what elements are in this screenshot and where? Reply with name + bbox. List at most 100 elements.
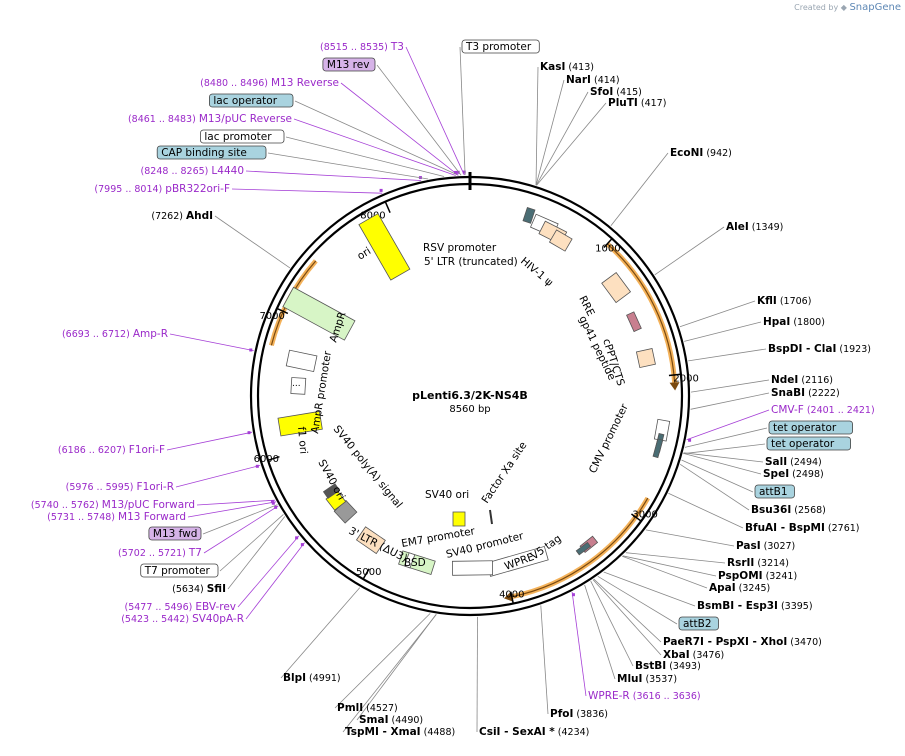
feature-tag[interactable]: attB1 — [759, 486, 788, 498]
feature-tag-box[interactable] — [766, 436, 851, 451]
v5-dark — [575, 541, 592, 556]
feature-tag[interactable]: attB2 — [683, 618, 712, 630]
enzyme-label[interactable]: PspOMI (3241) — [718, 570, 797, 582]
feature-tag-box[interactable] — [461, 39, 540, 54]
enzyme-label[interactable]: (5634) SfiI — [172, 583, 226, 595]
feature-tag[interactable]: lac promoter — [204, 131, 272, 143]
annotation-leader — [214, 215, 291, 269]
feature-tag-box[interactable] — [208, 93, 294, 108]
sv40-ori-inner-box — [452, 511, 466, 527]
annotation-leader — [196, 499, 276, 506]
feature-tag-box[interactable] — [768, 420, 853, 435]
annotation-leader — [245, 170, 422, 181]
primer-label[interactable]: (8248 .. 8265) L4440 — [141, 165, 244, 177]
enzyme-label[interactable]: Bsu36I (2568) — [751, 504, 826, 516]
snapgene-credit: Created by ◆ SnapGene — [794, 2, 901, 13]
enzyme-label[interactable]: BfuAI - BspMI (2761) — [745, 522, 859, 534]
rre-box — [601, 271, 632, 304]
ruler-tick — [362, 568, 370, 580]
enzyme-label[interactable]: TspMI - XmaI (4488) — [345, 726, 455, 738]
feature-tag-box[interactable] — [148, 526, 202, 541]
factor-xa-mark — [489, 509, 493, 525]
primer-site-mark — [300, 543, 304, 547]
annotation-leader — [405, 46, 465, 176]
feature-tag[interactable]: lac operator — [213, 95, 277, 107]
primer-site-mark — [456, 170, 460, 174]
primer-label[interactable]: (8480 .. 8496) M13 Reverse — [200, 77, 339, 89]
enzyme-label[interactable]: PluTI (417) — [608, 97, 666, 109]
enzyme-label[interactable]: BlpI (4991) — [283, 672, 341, 684]
enzyme-label[interactable]: SfoI (415) — [590, 86, 642, 98]
inner-feature-label: 3' LTR (ΔU3) — [347, 525, 410, 565]
primer-label[interactable]: (6693 .. 6712) Amp-R — [62, 328, 168, 340]
enzyme-label[interactable]: (7262) AhdI — [151, 210, 213, 222]
enzyme-label[interactable]: PasI (3027) — [736, 540, 795, 552]
feature-tag[interactable]: tet operator — [771, 438, 835, 450]
primer-label[interactable]: (6186 .. 6207) F1ori-F — [58, 444, 165, 456]
enzyme-label[interactable]: ApaI (3245) — [709, 582, 770, 594]
feature-tag[interactable]: T3 promoter — [465, 41, 532, 53]
enzyme-label[interactable]: SalI (2494) — [765, 456, 822, 468]
feature-tag[interactable]: T7 promoter — [144, 565, 211, 577]
feature-tag[interactable]: M13 rev — [327, 59, 370, 71]
feature-tag[interactable]: tet operator — [773, 422, 837, 434]
enzyme-label[interactable]: HpaI (1800) — [763, 316, 825, 328]
primer-label[interactable]: (7995 .. 8014) pBR322ori-F — [94, 183, 230, 195]
enzyme-label[interactable]: CsiI - SexAI * (4234) — [479, 726, 589, 738]
primer-label[interactable]: (8515 .. 8535) T3 — [320, 41, 404, 53]
primer-label[interactable]: (8461 .. 8483) M13/pUC Reverse — [128, 113, 292, 125]
feature-tag-box[interactable] — [156, 145, 267, 160]
annotation-leader — [535, 91, 589, 186]
primer-label[interactable]: CMV-F (2401 .. 2421) — [771, 404, 875, 416]
enzyme-label[interactable]: NdeI (2116) — [771, 374, 833, 386]
enzyme-label[interactable]: PaeR7I - PspXI - XhoI (3470) — [663, 636, 822, 648]
primer-site-mark — [379, 188, 383, 192]
enzyme-label[interactable]: BstBI (3493) — [635, 660, 701, 672]
enzyme-label[interactable]: SnaBI (2222) — [771, 387, 840, 399]
feature-tag[interactable]: M13 fwd — [153, 528, 198, 540]
enzyme-label[interactable]: PfoI (3836) — [550, 708, 608, 720]
ampr-promoter-box — [290, 377, 307, 395]
primer-label[interactable]: (5423 .. 5442) SV40pA-R — [121, 613, 244, 625]
primer-label[interactable]: (5702 .. 5721) T7 — [118, 547, 202, 559]
primer-label[interactable]: (5477 .. 5496) EBV-rev — [124, 601, 236, 613]
enzyme-label[interactable]: BspDI - ClaI (1923) — [768, 343, 871, 355]
ruler-tick-label: 3000 — [632, 509, 657, 520]
enzyme-label[interactable]: BsmBI - Esp3I (3395) — [697, 600, 813, 612]
annotation-leader — [684, 321, 762, 342]
enzyme-label[interactable]: EcoNI (942) — [670, 147, 732, 159]
annotation-leader — [334, 613, 431, 709]
sv40-promoter-arrow — [451, 560, 493, 576]
enzyme-label[interactable]: NarI (414) — [566, 74, 620, 86]
snapgene-logo-icon: ◆ — [840, 3, 847, 12]
enzyme-label[interactable]: SmaI (4490) — [359, 714, 423, 726]
enzyme-label[interactable]: SpeI (2498) — [763, 468, 824, 480]
enzyme-label[interactable]: KflI (1706) — [757, 295, 811, 307]
enzyme-label[interactable]: XbaI (3476) — [663, 649, 724, 661]
f1-ori-arrow — [277, 410, 323, 437]
ruler-tick-label: 7000 — [259, 311, 284, 322]
feature-tag-box[interactable] — [678, 616, 719, 631]
feature-tag-box[interactable] — [322, 57, 376, 72]
annotation-leader — [267, 152, 429, 180]
primer-label[interactable]: WPRE-R (3616 .. 3636) — [588, 690, 701, 702]
enzyme-label[interactable]: MluI (3537) — [617, 673, 677, 685]
ruler-tick-label: 6000 — [254, 454, 279, 465]
annotation-leader — [203, 505, 279, 554]
ruler-tick — [510, 591, 514, 604]
feature-tag[interactable]: CAP binding site — [161, 147, 247, 159]
enzyme-label[interactable]: KasI (413) — [540, 61, 594, 73]
feature-tag-box[interactable] — [754, 484, 795, 499]
primer-label[interactable]: (5740 .. 5762) M13/pUC Forward — [31, 499, 195, 511]
enzyme-label[interactable]: RsrII (3214) — [727, 557, 789, 569]
enzyme-label[interactable]: AleI (1349) — [726, 221, 783, 233]
annotation-leader — [625, 552, 726, 564]
enzyme-label[interactable]: PmlI (4527) — [337, 702, 398, 714]
primer-label[interactable]: (5731 .. 5748) M13 Forward — [47, 511, 186, 523]
feature-tag-box[interactable] — [199, 129, 285, 144]
ruler-tick — [384, 201, 391, 213]
annotation-leader — [571, 591, 587, 697]
feature-tag-box[interactable] — [140, 563, 219, 578]
primer-label[interactable]: (5976 .. 5995) F1ori-R — [66, 481, 174, 493]
